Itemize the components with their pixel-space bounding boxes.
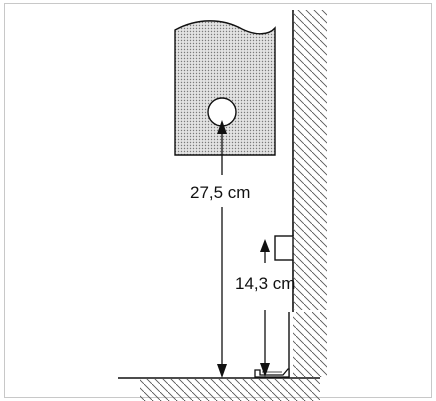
wall: [288, 10, 327, 377]
skirting-bracket: [254, 368, 290, 378]
device-panel: [174, 20, 276, 156]
upper-dimension-label: 27,5 cm: [190, 183, 250, 202]
lower-dimension: 14,3 cm: [235, 239, 295, 377]
floor: [118, 377, 320, 401]
wall-socket: [274, 235, 294, 261]
lower-dimension-label: 14,3 cm: [235, 274, 295, 293]
upper-dimension: 27,5 cm: [190, 120, 250, 378]
